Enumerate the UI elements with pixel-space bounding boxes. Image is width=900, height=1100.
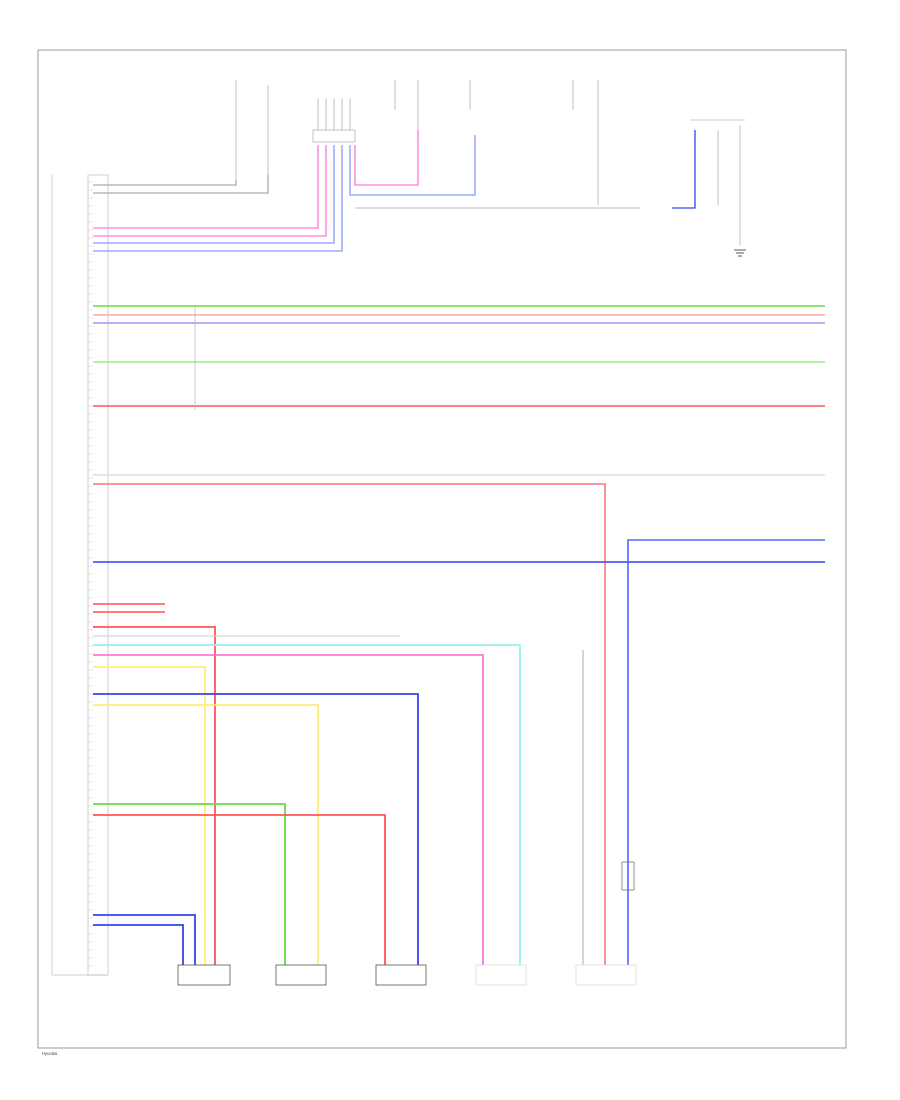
component-resistor [621,861,635,891]
component-sensor-2 [275,964,327,986]
component-sensor-1 [177,964,231,986]
ground-icon [734,249,746,257]
component-sensor-3 [375,964,427,986]
ecu-connector-block [51,174,109,976]
component-switch-4 [475,964,527,986]
bottom-components [177,861,637,986]
lower-wires [93,603,584,965]
component-sensor-5 [575,964,637,986]
diagram-frame [37,49,847,1049]
page-code: Hyundai [42,1051,57,1056]
top-connectors [235,80,745,245]
bus-wires [93,305,825,965]
top-wires [93,130,696,252]
